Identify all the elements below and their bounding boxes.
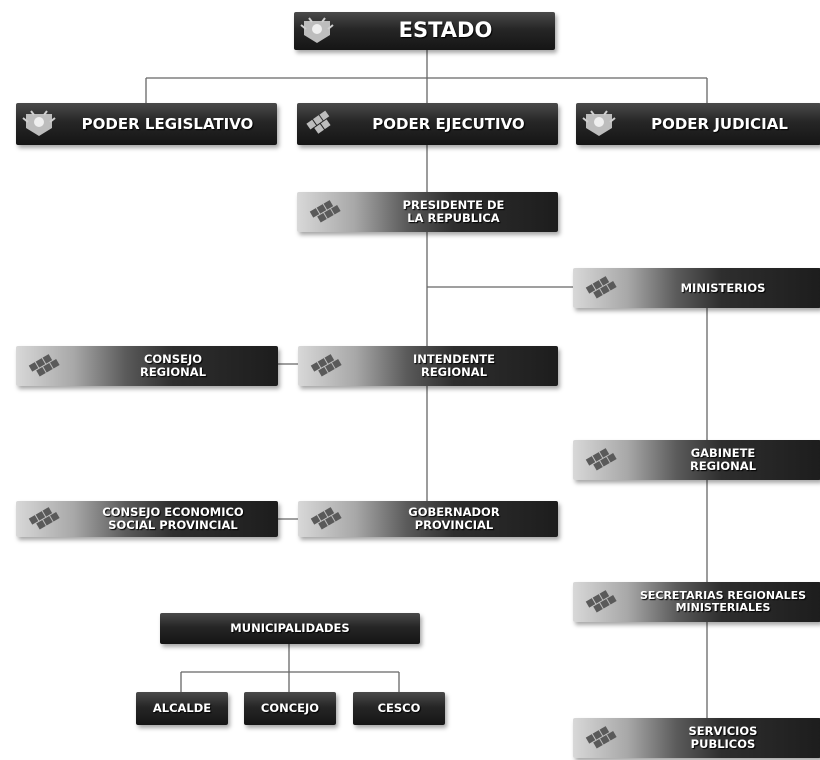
- poder-legislativo-label: PODER LEGISLATIVO: [81, 114, 254, 133]
- poder-judicial-box: PODER JUDICIAL: [576, 103, 820, 145]
- government-logo-icon: [577, 723, 625, 753]
- concejo-label: CONCEJO: [260, 701, 320, 716]
- cesco-box: CESCO: [353, 692, 445, 725]
- government-logo-icon: [20, 351, 68, 381]
- government-logo-icon: [302, 504, 350, 534]
- coat-of-arms-icon: [580, 109, 618, 139]
- alcalde-label: ALCALDE: [152, 701, 212, 716]
- government-logo-icon: [301, 197, 349, 227]
- government-logo-icon: [577, 445, 625, 475]
- coat-of-arms-icon: [298, 16, 336, 46]
- coat-of-arms-icon: [20, 109, 58, 139]
- government-logo-icon: [577, 273, 625, 303]
- poder-legislativo-box: PODER LEGISLATIVO: [16, 103, 277, 145]
- estado-label: ESTADO: [398, 18, 493, 43]
- government-logo-icon: [20, 504, 68, 534]
- estado-box: ESTADO: [294, 12, 555, 50]
- municipalidades-box: MUNICIPALIDADES: [160, 613, 420, 644]
- poder-judicial-label: PODER JUDICIAL: [651, 114, 788, 133]
- poder-ejecutivo-box: PODER EJECUTIVO: [297, 103, 558, 145]
- alcalde-box: ALCALDE: [136, 692, 228, 725]
- government-logo-icon: [302, 351, 350, 381]
- ministerios-label: MINISTERIOS: [680, 280, 766, 295]
- municipalidades-label: MUNICIPALIDADES: [230, 621, 350, 636]
- concejo-box: CONCEJO: [244, 692, 336, 725]
- poder-ejecutivo-label: PODER EJECUTIVO: [372, 114, 525, 133]
- ministerios-box: MINISTERIOS: [573, 268, 820, 308]
- cesco-label: CESCO: [377, 701, 421, 716]
- government-logo-icon: [577, 587, 625, 617]
- government-logo-icon: [301, 109, 339, 139]
